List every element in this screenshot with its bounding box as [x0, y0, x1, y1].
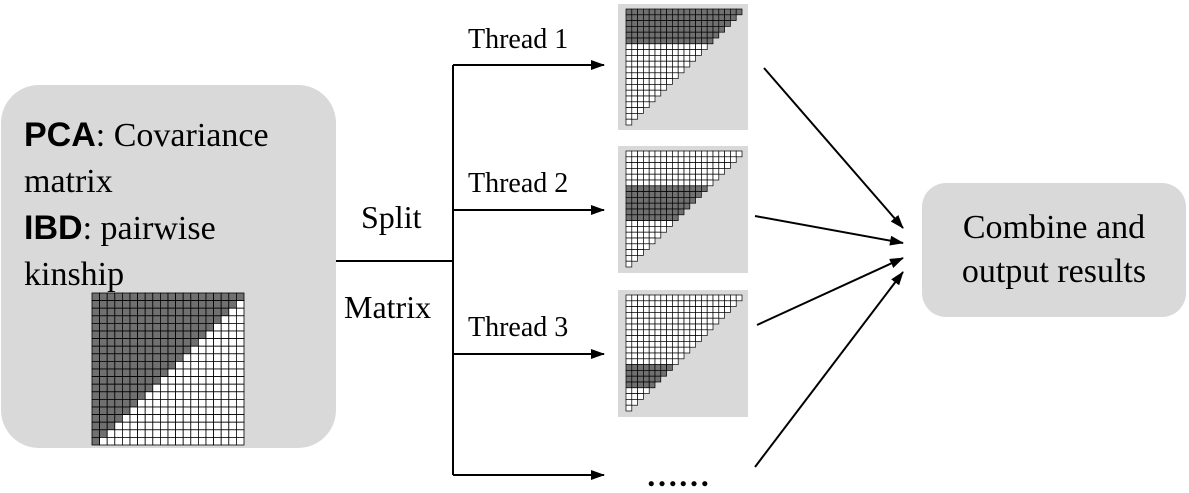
thread-2-matrix-icon — [625, 150, 743, 268]
output-line-1: Combine and — [962, 209, 1146, 246]
ibd-line: IBD: pairwise kinship — [24, 205, 324, 298]
thread-3-label: Thread 3 — [468, 312, 569, 343]
ibd-description: : pairwise kinship — [24, 210, 216, 293]
input-description: PCA: Covariance matrix IBD: pairwise kin… — [24, 112, 324, 298]
combine-arrow-4 — [754, 271, 904, 468]
input-box — [1, 85, 336, 448]
thread-2-label: Thread 2 — [468, 168, 569, 199]
output-line-2: output results — [961, 253, 1147, 290]
full-matrix-icon — [91, 292, 245, 446]
thread-1-matrix-icon — [625, 8, 743, 126]
more-threads-ellipsis: …… — [646, 457, 710, 493]
pca-label: PCA — [24, 116, 96, 154]
matrix-label: Matrix — [344, 289, 432, 325]
thread-1-label: Thread 1 — [468, 24, 569, 55]
output-description: Combine and output results — [922, 183, 1186, 317]
pca-line: PCA: Covariance matrix — [24, 112, 324, 205]
pca-description: : Covariance matrix — [24, 117, 269, 200]
ibd-label: IBD — [24, 209, 83, 247]
split-label: Split — [361, 199, 422, 235]
thread-3-matrix-icon — [625, 294, 743, 412]
combine-arrow-1 — [763, 67, 904, 229]
combine-arrow-3 — [756, 257, 904, 326]
output-box — [922, 183, 1186, 317]
combine-arrow-2 — [754, 215, 904, 246]
